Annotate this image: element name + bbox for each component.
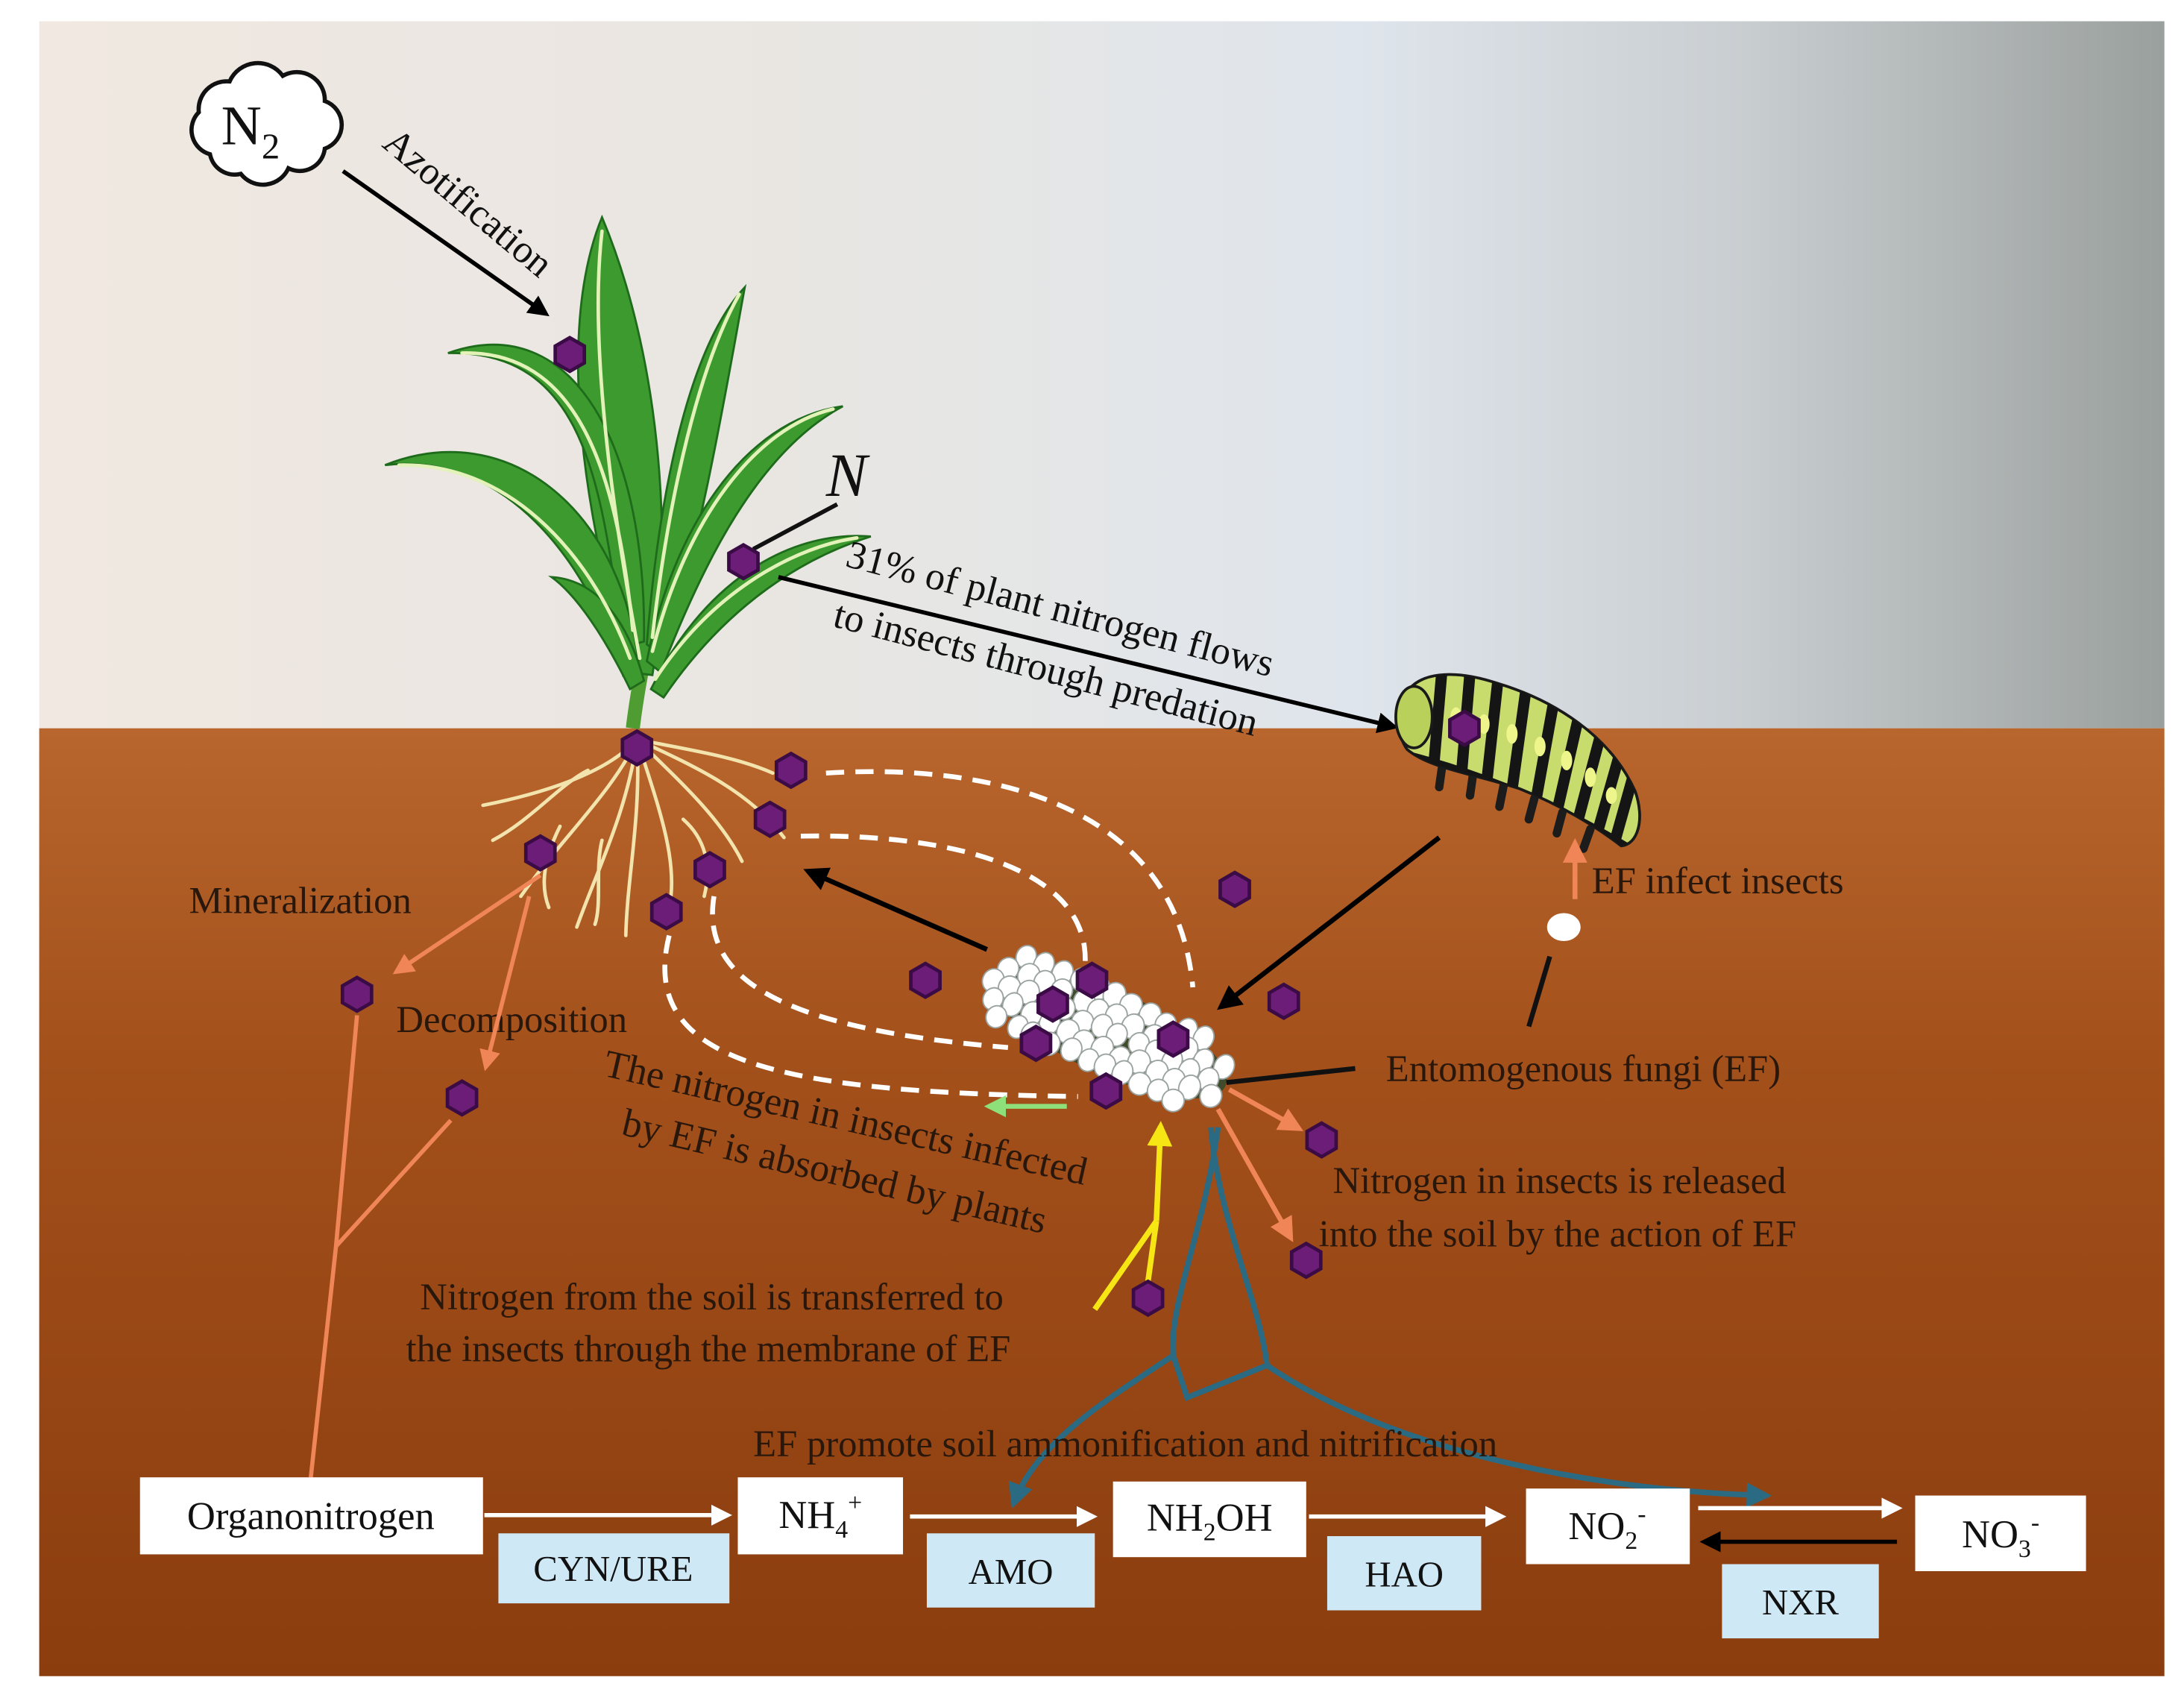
ef-spore-leader [1526, 955, 1552, 1028]
ef-infect-label: EF infect insects [1592, 860, 1844, 902]
nitrogen-marker [1077, 963, 1107, 997]
enzyme-box-hao [1327, 1536, 1482, 1611]
transferred-label-line2: the insects through the membrane of EF [406, 1327, 1010, 1369]
n2-label: N2 [221, 95, 280, 167]
mineralization-label: Mineralization [189, 880, 411, 922]
nitrogen-marker [695, 853, 724, 887]
nitrogen-marker [623, 731, 652, 764]
compound-box-hydroxylamine [1113, 1481, 1306, 1558]
formula-base: NO [1962, 1513, 2018, 1556]
caterpillar-head [1394, 685, 1434, 749]
compound-nitrate: NO3- [1962, 1509, 2039, 1564]
insect-to-fungi-arrow [1217, 835, 1441, 1010]
nitrogen-marker [526, 836, 555, 869]
compound-organonitrogen: Organonitrogen [187, 1495, 435, 1538]
release-arrows [1215, 1087, 1304, 1242]
compound-box-nitrate [1915, 1495, 2086, 1571]
nitrogen-marker [1038, 987, 1067, 1021]
enzyme-box-cyn-ure [498, 1533, 730, 1604]
nitrogen-marker [342, 978, 371, 1011]
plant [384, 214, 872, 729]
formula-superscript: - [2031, 1509, 2039, 1537]
nitrogen-marker [911, 963, 940, 997]
nitrogen-marker [1133, 1281, 1162, 1315]
nitrogen-marker [1291, 1244, 1321, 1277]
nitrogen-marker [447, 1081, 476, 1115]
nitrogen-marker [1022, 1027, 1051, 1060]
fungal-spore [982, 987, 1004, 1011]
compound-box-organonitrogen [139, 1477, 483, 1555]
fungal-spore [1161, 1088, 1186, 1113]
nitrogen-marker [1269, 984, 1298, 1018]
nitrogen-return-paths [662, 769, 1195, 1099]
formula-tail: OH [1216, 1497, 1273, 1540]
nitrogen-marker [1159, 1022, 1188, 1056]
fungi-to-roots-arrow [803, 867, 988, 952]
released-label-line2: into the soil by the action of EF [1319, 1213, 1797, 1254]
ammonification-label: EF promote soil ammonification and nitri… [753, 1423, 1497, 1465]
enzyme-box-amo [926, 1533, 1095, 1608]
ammonification-arrows [1008, 1127, 1772, 1509]
compound-nitrite: NO2- [1568, 1500, 1646, 1555]
decomposition-label: Decomposition [396, 998, 627, 1040]
n2-base: N [221, 95, 262, 157]
decomposition-paths [309, 873, 542, 1478]
formula-superscript: - [1637, 1500, 1646, 1528]
plant-leaf [547, 576, 646, 691]
ef-spore-icon [1546, 913, 1581, 942]
nitrogen-label: N [825, 441, 870, 509]
formula-superscript: + [848, 1489, 862, 1517]
enzyme-label: HAO [1365, 1555, 1444, 1595]
nitrogen-marker [1307, 1123, 1336, 1157]
nitrogen-marker [1220, 872, 1249, 906]
nitrogen-marker [1092, 1074, 1121, 1107]
transformation-chain: Organonitrogen CYN/URE NH4+ AMO NH2OH HA… [139, 1477, 2086, 1639]
fungal-spore [1199, 1083, 1223, 1108]
membrane-transfer-arrow [1092, 1121, 1173, 1312]
nitrogen-marker [1450, 711, 1479, 745]
formula-subscript: 4 [835, 1516, 848, 1544]
nitrogen-marker [652, 895, 681, 928]
predation-arrow [778, 575, 1399, 734]
nitrogen-marker [728, 545, 758, 579]
compound-box-ammonium [737, 1477, 904, 1555]
formula-subscript: 2 [1625, 1527, 1637, 1555]
formula-subscript: 2 [1203, 1519, 1216, 1547]
ef-label: Entomogenous fungi (EF) [1386, 1048, 1781, 1089]
formula-base: NH [778, 1494, 835, 1537]
fungal-spore [985, 1004, 1008, 1029]
plant-leaf [447, 343, 646, 649]
enzyme-label: NXR [1762, 1582, 1839, 1623]
formula-base: NH [1147, 1497, 1203, 1540]
transferred-label-line1: Nitrogen from the soil is transferred to [420, 1276, 1004, 1318]
compound-formula: Organonitrogen [187, 1495, 435, 1538]
formula-base: NO [1568, 1505, 1625, 1548]
released-label-line1: Nitrogen in insects is released [1332, 1160, 1786, 1201]
cloud-icon [189, 60, 344, 187]
enzyme-box-nxr [1722, 1564, 1879, 1639]
plant-leaf [645, 405, 843, 674]
fungal-spore [1001, 992, 1024, 1017]
enzyme-label: CYN/URE [533, 1549, 693, 1589]
nitrogen-marker [776, 753, 805, 787]
ef-label-leader [1226, 1066, 1356, 1085]
nitrogen-label-leader [752, 502, 839, 551]
compound-box-nitrite [1526, 1488, 1690, 1564]
n2-cloud: N2 [189, 60, 344, 187]
n2-subscript: 2 [262, 126, 280, 166]
nitrogen-marker [755, 802, 784, 836]
azotification-arrow [342, 169, 550, 317]
sky-background [39, 21, 2165, 729]
enzyme-label: AMO [969, 1552, 1054, 1592]
plant-leaf [649, 535, 872, 699]
compound-ammonium: NH4+ [778, 1489, 862, 1544]
compound-hydroxylamine: NH2OH [1147, 1497, 1273, 1547]
formula-subscript: 3 [2018, 1535, 2031, 1563]
nitrogen-marker [556, 338, 585, 371]
